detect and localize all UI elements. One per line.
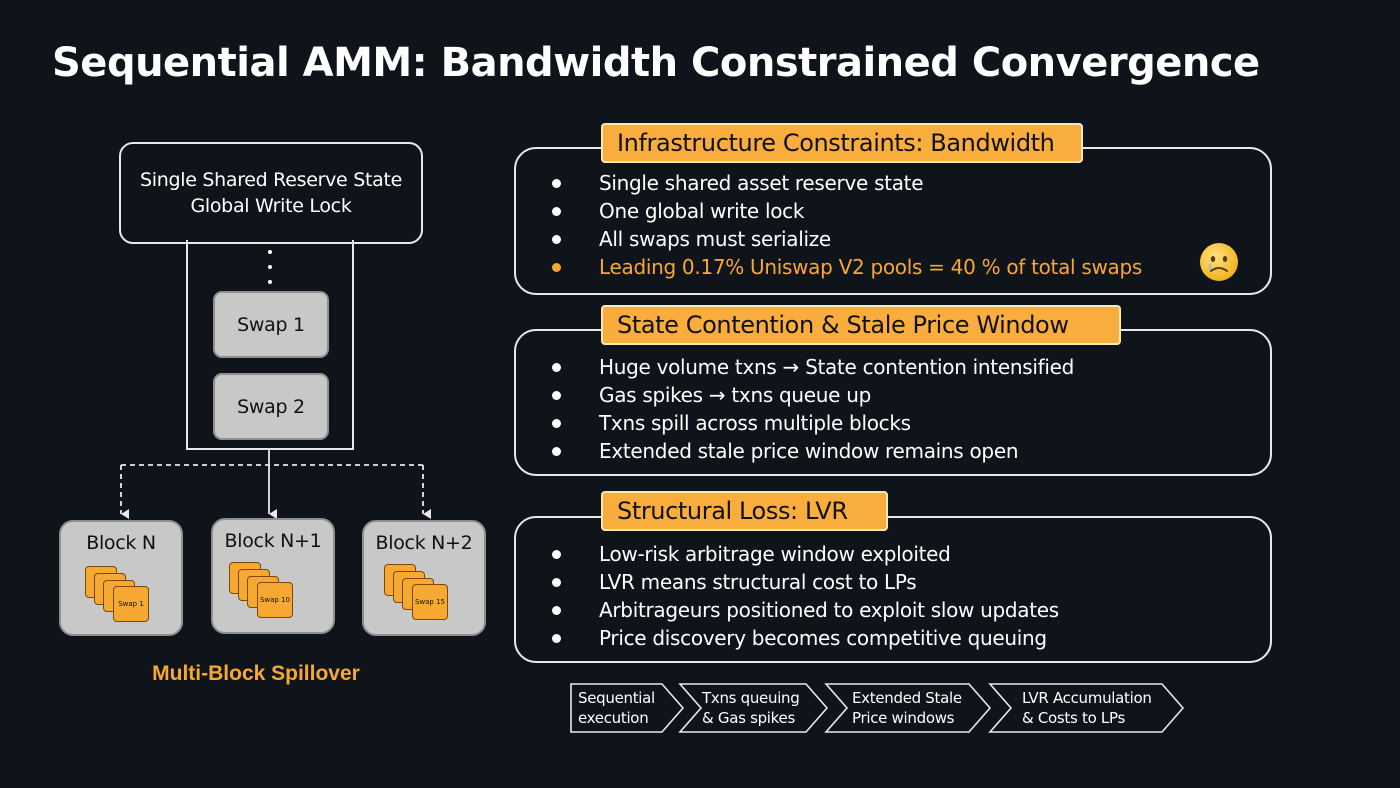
bullet-item: Extended stale price window remains open: [552, 437, 1019, 465]
panel-heading-state-contention: State Contention & Stale Price Window: [601, 305, 1121, 345]
block-label: Block N+1: [224, 530, 322, 552]
spillover-caption: Multi-Block Spillover: [152, 662, 360, 685]
flow-step-3-shape: [824, 683, 992, 733]
panel-structural-loss: Low-risk arbitrage window exploited LVR …: [514, 516, 1272, 663]
bullet-item: Single shared asset reserve state: [552, 169, 924, 197]
swap-queue-frame: [186, 240, 354, 450]
swap-card-front: Swap 1: [113, 586, 149, 622]
bullet-item: Gas spikes → txns queue up: [552, 381, 871, 409]
swap-box-1: Swap 1: [213, 291, 329, 358]
bullet-item: Price discovery becomes competitive queu…: [552, 624, 1047, 652]
swap-card-front: Swap 10: [257, 582, 293, 618]
bullet-item: LVR means structural cost to LPs: [552, 568, 917, 596]
flow-chevrons: [570, 683, 1185, 733]
bullet-item: Arbitrageurs positioned to exploit slow …: [552, 596, 1059, 624]
flow-step-2-shape: [678, 683, 829, 733]
reserve-state-box: Single Shared Reserve State Global Write…: [119, 142, 423, 244]
panel-heading-structural-loss: Structural Loss: LVR: [601, 491, 888, 531]
reserve-line-1: Single Shared Reserve State: [140, 169, 402, 191]
page-title: Sequential AMM: Bandwidth Constrained Co…: [52, 40, 1260, 86]
panel-infrastructure: Single shared asset reserve state One gl…: [514, 147, 1272, 295]
bullet-item: Low-risk arbitrage window exploited: [552, 540, 951, 568]
reserve-line-2: Global Write Lock: [190, 195, 352, 217]
swap-card-front: Swap 15: [412, 584, 448, 620]
panel-state-contention: Huge volume txns → State contention inte…: [514, 329, 1272, 476]
bullet-item: All swaps must serialize: [552, 225, 831, 253]
sad-face-emoji-icon: [1200, 243, 1238, 281]
block-label: Block N: [86, 532, 156, 554]
flow-step-2: Txns queuing& Gas spikes: [702, 689, 800, 727]
block-n: Block N Swap 1: [59, 520, 183, 636]
bullet-item-highlight: Leading 0.17% Uniswap V2 pools = 40 % of…: [552, 253, 1142, 281]
flow-step-4-shape: [988, 683, 1185, 733]
block-label: Block N+2: [375, 532, 473, 554]
block-n-plus-2: Block N+2 Swap 15: [362, 520, 486, 636]
vertical-ellipsis-icon: [262, 250, 278, 284]
panel-heading-infrastructure: Infrastructure Constraints: Bandwidth: [601, 123, 1083, 163]
bullet-item: Huge volume txns → State contention inte…: [552, 353, 1074, 381]
block-n-plus-1: Block N+1 Swap 10: [211, 518, 335, 634]
bullet-item: One global write lock: [552, 197, 804, 225]
flow-step-1-shape: [570, 683, 685, 733]
bullet-item: Txns spill across multiple blocks: [552, 409, 911, 437]
flow-step-4: LVR Accumulation& Costs to LPs: [1022, 689, 1152, 727]
swap-box-2: Swap 2: [213, 373, 329, 440]
